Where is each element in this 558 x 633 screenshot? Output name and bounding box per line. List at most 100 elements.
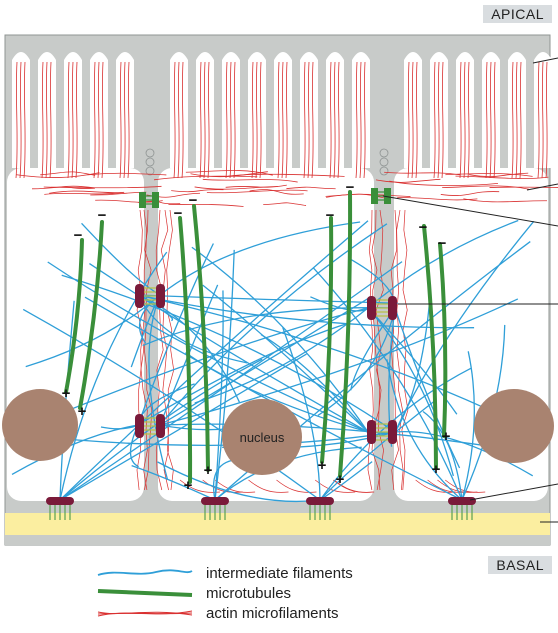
microvillus-actin-core	[459, 61, 462, 179]
intermediate-filament	[394, 292, 432, 433]
intermediate-filament	[159, 284, 219, 426]
microtubule	[320, 216, 334, 464]
minus-end-sign: −	[98, 207, 107, 224]
junction-bead	[379, 157, 389, 167]
intermediate-filament	[22, 308, 321, 501]
minus-end-sign: −	[419, 219, 428, 236]
intermediate-filament	[350, 307, 396, 391]
microvillus-actin-core	[411, 61, 414, 179]
actin-swatch	[97, 610, 193, 617]
actin-terminal-web	[32, 185, 95, 190]
hemidesmosome	[306, 497, 334, 505]
microtubule	[422, 224, 438, 470]
intermediate-filament	[142, 307, 396, 347]
microvillus-actin-core	[97, 61, 100, 179]
microvillus-actin-core	[281, 61, 284, 179]
microvillus-actin-core	[337, 61, 340, 179]
microvillus-actin-core	[437, 61, 440, 179]
intermediate-filament	[137, 294, 248, 364]
intermediate-filament	[159, 298, 519, 426]
microtubule	[64, 238, 84, 394]
microvillus-actin-core	[489, 61, 492, 179]
microvillus-actin-core	[251, 61, 254, 179]
intermediate-filament	[461, 351, 475, 501]
microvillus-actin-core	[285, 61, 288, 179]
actin-terminal-web	[463, 198, 547, 203]
actin-terminal-web	[397, 197, 478, 201]
adherens-plaque	[152, 192, 159, 208]
basal-label: BASAL	[488, 556, 552, 574]
actin-terminal-web	[185, 170, 273, 176]
hemidesmosome	[201, 497, 229, 505]
intermediate-filament	[61, 274, 396, 433]
intermediate-filament	[367, 219, 519, 309]
plus-end-sign: +	[78, 403, 87, 420]
basal-actin	[445, 479, 486, 493]
microvillus-actin-core	[329, 61, 332, 179]
intermediate-filament	[260, 334, 369, 433]
cortical-actin	[144, 209, 153, 491]
nucleus-left	[2, 389, 78, 461]
junction-bead	[145, 166, 155, 176]
actin-terminal-web	[168, 203, 244, 207]
hemidesmosome	[46, 497, 74, 505]
microvillus-actin-core	[259, 61, 262, 179]
actin-terminal-web	[44, 191, 125, 195]
desmosome-plaque	[156, 414, 165, 438]
polarity-signs: ++++++++−−−−−−−−	[62, 179, 451, 494]
plus-end-sign: +	[184, 477, 193, 494]
microtubule	[338, 190, 353, 478]
actin-terminal-web	[194, 186, 278, 190]
basal-actin	[202, 479, 243, 493]
actin-terminal-web	[489, 186, 558, 188]
microtubule	[78, 220, 104, 410]
microvillus-actin-core	[45, 61, 48, 179]
microvillus-actin-core	[333, 61, 336, 179]
microtubules	[64, 190, 448, 484]
legend-item-microtubules: microtubules	[96, 583, 291, 603]
actin-terminal-web	[87, 172, 167, 176]
microvillus-actin-core	[407, 61, 410, 179]
plus-end-sign: +	[442, 428, 451, 445]
desmosome-plaque	[367, 296, 376, 320]
microvillus-actin-core	[311, 61, 314, 179]
microvillus-actin-core	[101, 61, 104, 179]
actin-terminal-web	[90, 191, 147, 196]
microvillus-actin-core	[19, 61, 22, 179]
intermediate-filament	[367, 307, 454, 477]
actin-terminal-web	[49, 190, 122, 194]
junction-bead	[379, 166, 389, 176]
intermediate-filament	[137, 294, 475, 329]
plus-end-sign: +	[204, 462, 213, 479]
intermediate-filament	[386, 359, 463, 501]
actin-terminal-web	[171, 189, 224, 193]
plus-end-sign: +	[62, 385, 71, 402]
microvillus-actin-core	[537, 61, 540, 179]
intermediate-filament	[59, 358, 263, 501]
actin-terminal-web	[455, 175, 549, 180]
nucleus-right	[474, 389, 554, 463]
legend-label-actin: actin microfilaments	[206, 604, 339, 622]
desmosome-plaque	[135, 414, 144, 438]
microvillus-actin-core	[433, 61, 436, 179]
microtubule	[178, 216, 193, 484]
microvillus-actin-core	[199, 61, 202, 179]
microvillus-actin-core	[485, 61, 488, 179]
intermediate-filament	[89, 262, 369, 433]
actin-terminal-web	[375, 178, 441, 183]
actin-terminal-web	[442, 185, 530, 190]
junction-bead	[379, 148, 389, 158]
intermediate-filament	[59, 251, 168, 501]
microvillus-actin-core	[177, 61, 180, 179]
microvillus-actin-core	[545, 61, 548, 179]
actin-terminal-web	[384, 171, 461, 176]
apical-label: APICAL	[483, 5, 552, 23]
desmosome-plaque	[388, 296, 397, 320]
intermediate-filament	[25, 294, 161, 368]
microvillus-actin-core	[207, 61, 210, 179]
actin-terminal-web	[469, 172, 529, 178]
legend-label-intermediate: intermediate filaments	[206, 564, 353, 582]
legend-label-microtubules: microtubules	[206, 584, 292, 602]
microvillus-actin-core	[181, 61, 184, 179]
